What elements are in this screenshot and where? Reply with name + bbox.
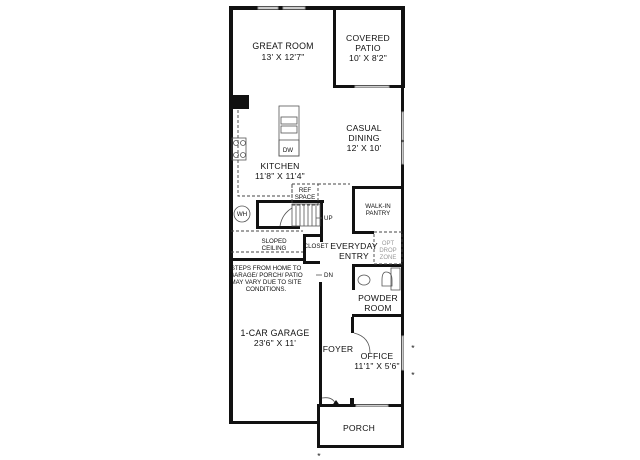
room-great-room: GREAT ROOM 13' X 12'7"	[252, 41, 313, 62]
asterisk-marker-2: *	[411, 370, 415, 380]
great-room-dims: 13' X 12'7"	[262, 52, 305, 62]
drop-zone-line-1: OPT	[382, 241, 395, 247]
room-everyday-entry: EVERYDAY ENTRY	[330, 241, 378, 261]
asterisk-marker-1: *	[411, 343, 415, 353]
dishwasher-label: DW	[283, 147, 293, 154]
kitchen-label: KITCHEN	[260, 161, 299, 171]
drop-zone-line-2: DROP	[379, 248, 396, 254]
water-heater-label: WH	[237, 211, 247, 218]
powder-room-label: POWDER	[358, 293, 398, 303]
ref-space-label: REF	[299, 187, 312, 194]
closet-label: CLOSET	[304, 243, 329, 250]
exterior-walls	[229, 6, 405, 448]
kitchen-dims: 11'8" X 11'4"	[255, 171, 305, 181]
steps-note-line-4: CONDITIONS.	[246, 286, 287, 293]
drop-zone-line-3: ZONE	[380, 255, 397, 261]
stairs-up-label: UP	[324, 215, 333, 222]
steps-note-line-1: STEPS FROM HOME TO	[231, 265, 302, 272]
pantry-label-2: PANTRY	[366, 210, 391, 217]
room-garage: 1-CAR GARAGE 23'6" X 11'	[241, 328, 310, 348]
everyday-entry-label-2: ENTRY	[339, 251, 369, 261]
room-kitchen: KITCHEN 11'8" X 11'4" DW REF SPACE	[255, 147, 315, 201]
sloped-ceiling: SLOPED CEILING	[261, 238, 287, 252]
foyer-label: FOYER	[323, 344, 354, 354]
covered-patio-dims: 10' X 8'2"	[349, 53, 387, 63]
casual-dining-label-2: DINING	[348, 133, 379, 143]
ref-space-label-2: SPACE	[295, 194, 316, 201]
casual-dining-dims: 12' X 10'	[347, 143, 382, 153]
covered-patio-label-2: PATIO	[355, 43, 381, 53]
room-casual-dining: CASUAL DINING 12' X 10'	[346, 123, 382, 153]
office-label: OFFICE	[361, 351, 394, 361]
covered-patio-label: COVERED	[346, 33, 390, 43]
stairs-labels: UP DN WH	[237, 211, 333, 279]
room-office: OFFICE 11'1" X 5'6"	[354, 351, 400, 371]
asterisk-marker-3: *	[317, 451, 321, 460]
powder-room-label-2: ROOM	[364, 303, 392, 313]
interior-walls	[231, 95, 403, 406]
closet: CLOSET	[304, 243, 329, 250]
garage-dims: 23'6" X 11'	[254, 338, 296, 348]
room-covered-patio: COVERED PATIO 10' X 8'2"	[346, 33, 390, 63]
casual-dining-label: CASUAL	[346, 123, 382, 133]
windows	[257, 6, 404, 407]
room-powder: POWDER ROOM	[358, 293, 398, 313]
pantry-label: WALK-IN	[365, 203, 391, 210]
kitchen-fixtures	[231, 105, 403, 407]
room-pantry: WALK-IN PANTRY	[365, 203, 391, 217]
office-dims: 11'1" X 5'6"	[354, 361, 400, 371]
everyday-entry-label: EVERYDAY	[330, 241, 378, 251]
sloped-ceiling-line-1: SLOPED	[261, 238, 287, 245]
steps-note: STEPS FROM HOME TO GARAGE/ PORCH/ PATIO …	[229, 265, 303, 293]
porch-label: PORCH	[343, 423, 375, 433]
great-room-label: GREAT ROOM	[252, 41, 313, 51]
sloped-ceiling-line-2: CEILING	[262, 245, 287, 252]
garage-label: 1-CAR GARAGE	[241, 328, 310, 338]
room-porch: PORCH	[343, 423, 375, 433]
room-foyer: FOYER	[323, 344, 354, 354]
drop-zone: OPT DROP ZONE	[379, 241, 396, 261]
steps-note-line-3: MAY VARY DUE TO SITE	[230, 279, 301, 286]
window-markers: * * *	[317, 343, 415, 460]
stairs-down-label: DN	[324, 272, 333, 279]
steps-note-line-2: GARAGE/ PORCH/ PATIO	[229, 272, 303, 279]
